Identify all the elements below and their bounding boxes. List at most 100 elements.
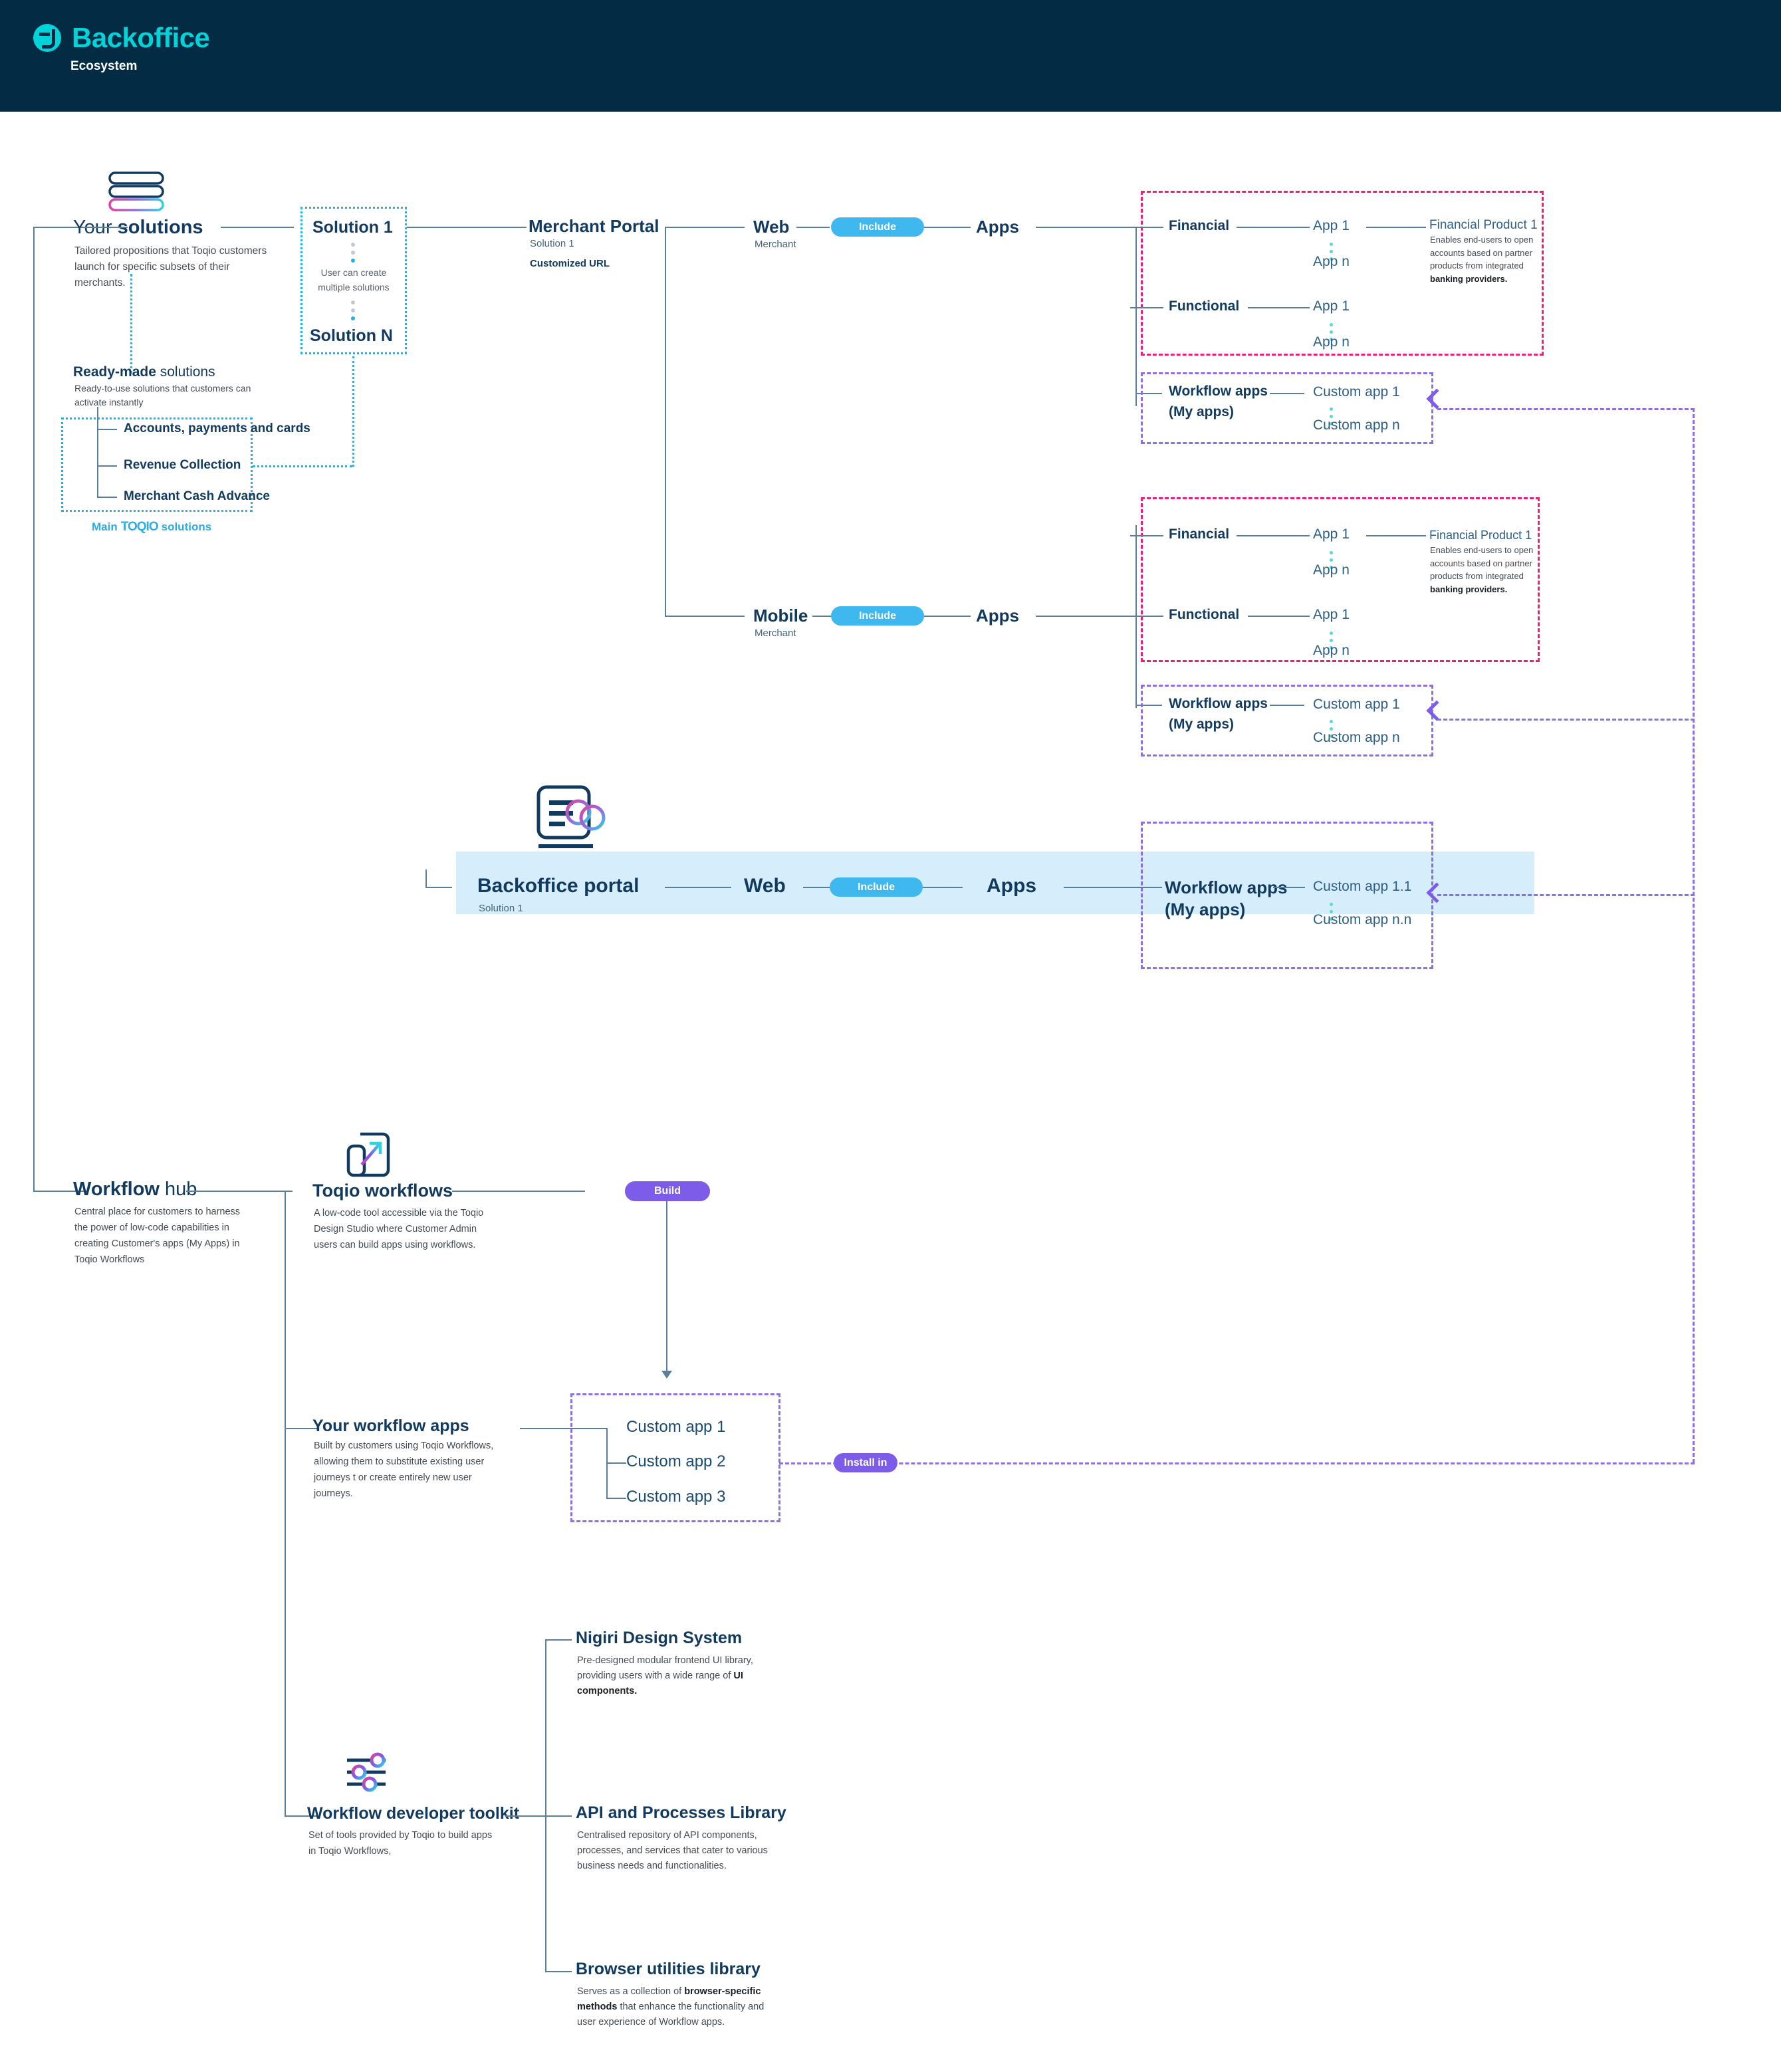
backoffice-custom-app-last: Custom app n.n — [1313, 912, 1412, 927]
dotted-route-to-solution-h — [253, 465, 352, 467]
workflow-hub-spine — [285, 1191, 286, 1815]
workflow-hub-branch-toolkit — [285, 1815, 318, 1817]
backoffice-rule-2 — [803, 887, 830, 888]
mobile-meta: Merchant — [755, 628, 796, 639]
merchant-portal-mobile-rule — [665, 616, 745, 617]
apps-title-mobile: Apps — [976, 606, 1019, 626]
mobile-functional-app-first: App 1 — [1313, 607, 1350, 622]
ready-made-solutions-box — [61, 417, 253, 512]
page-subtitle: Ecosystem — [70, 59, 138, 73]
toqio-workflows-rule — [452, 1191, 585, 1192]
backoffice-workflow-rule-2 — [1273, 887, 1305, 888]
build-badge[interactable]: Build — [625, 1181, 710, 1201]
web-rule-3 — [1036, 227, 1135, 228]
mobile-product-rule — [1366, 535, 1426, 536]
include-badge-web[interactable]: Include — [831, 217, 924, 237]
library-tree-spine — [545, 1639, 546, 1972]
library-title-1: API and Processes Library — [576, 1803, 786, 1822]
web-functional-app-first: App 1 — [1313, 298, 1350, 314]
library-branch-0 — [545, 1639, 572, 1641]
toqio-workflows-description: A low-code tool accessible via the Toqio… — [314, 1208, 484, 1250]
backoffice-workflow-title-2: (My apps) — [1165, 899, 1246, 919]
sliders-icon — [344, 1748, 392, 1799]
mobile-financial-app-rule — [1237, 535, 1310, 536]
include-badge-mobile[interactable]: Include — [831, 606, 924, 626]
mobile-rule-1 — [812, 616, 839, 617]
install-route-backoffice-branch — [1437, 894, 1695, 896]
web-financial-label: Financial — [1169, 218, 1230, 233]
web-product-title: Financial Product 1 — [1429, 218, 1538, 232]
include-badge-backoffice[interactable]: Include — [830, 877, 923, 897]
mobile-workflow-apps-box — [1141, 685, 1433, 756]
backoffice-rule-3 — [923, 887, 963, 888]
developer-toolkit-rule — [505, 1815, 572, 1817]
mobile-financial-label: Financial — [1169, 526, 1230, 542]
dotted-route-to-solution-v — [352, 356, 354, 467]
install-in-badge[interactable]: Install in — [834, 1453, 897, 1472]
tree-branch-3 — [97, 497, 117, 498]
web-product-rule — [1366, 227, 1426, 228]
mobile-functional-app-rule — [1248, 616, 1310, 617]
backoffice-custom-ellipsis — [1330, 903, 1333, 921]
solution-first-label: Solution 1 — [312, 218, 393, 237]
web-financial-app-rule — [1237, 227, 1310, 228]
your-workflow-apps-rule — [520, 1428, 606, 1429]
connector-your-solutions — [33, 227, 86, 228]
web-functional-app-last: App n — [1313, 334, 1350, 350]
developer-toolkit-title: Workflow developer toolkit — [307, 1804, 520, 1823]
library-title-0: Nigiri Design System — [576, 1629, 743, 1647]
solution-last-label: Solution N — [310, 326, 393, 345]
web-workflow-rule-2 — [1270, 393, 1304, 394]
your-workflow-apps-title: Your workflow apps — [312, 1417, 469, 1435]
web-workflow-apps-title-1: Workflow apps — [1169, 384, 1268, 399]
merchant-portal-url: Customized URL — [530, 258, 610, 269]
your-workflow-apps-description: Built by customers using Toqio Workflows… — [314, 1440, 494, 1499]
ready-made-item-0[interactable]: Accounts, payments and cards — [124, 421, 310, 435]
library-branch-1 — [545, 1815, 572, 1817]
mobile-functional-rule-in — [1130, 616, 1163, 617]
backoffice-rule-in — [425, 887, 452, 888]
ready-made-title: Ready-made solutions — [73, 364, 215, 380]
page-header: Backoffice Ecosystem — [0, 0, 1781, 112]
library-description-1: Centralised repository of API components… — [577, 1830, 768, 1872]
custom-app-item-0[interactable]: Custom app 1 — [626, 1418, 726, 1436]
solution-ellipsis-bottom — [351, 300, 355, 320]
build-route-vertical — [666, 1201, 667, 1375]
mobile-product-title: Financial Product 1 — [1429, 528, 1532, 542]
workflow-hub-title: Workflow hub — [73, 1179, 197, 1200]
web-title: Web — [753, 217, 790, 237]
left-spine — [33, 227, 35, 1191]
solution-ellipsis-top — [351, 243, 355, 263]
mobile-financial-rule-in — [1130, 535, 1163, 536]
mobile-financial-app-first: App 1 — [1313, 526, 1350, 542]
install-route-bottom — [779, 1462, 1695, 1464]
tree-branch-1 — [97, 429, 117, 430]
ready-made-item-2[interactable]: Merchant Cash Advance — [124, 489, 270, 503]
web-workflow-apps-title-2: (My apps) — [1169, 404, 1235, 419]
web-custom-ellipsis — [1330, 407, 1333, 425]
mobile-functional-label: Functional — [1169, 607, 1240, 622]
web-financial-ellipsis — [1330, 243, 1333, 261]
dotted-connector-ready-made — [130, 274, 132, 374]
toqio-wordmark: TOQIO — [120, 520, 159, 534]
custom-apps-branch-2 — [606, 1462, 626, 1464]
workflow-hub-branch-apps — [285, 1428, 318, 1429]
web-financial-app-first: App 1 — [1313, 218, 1350, 233]
ready-made-item-1[interactable]: Revenue Collection — [124, 458, 241, 472]
stacked-layers-icon — [108, 172, 164, 216]
mobile-rule-3 — [1036, 616, 1135, 617]
title-rule-left — [81, 227, 128, 228]
web-apps-spine — [1135, 227, 1137, 406]
devices-arrow-icon — [344, 1130, 391, 1183]
ready-made-description: Ready-to-use solutions that customers ca… — [74, 383, 251, 407]
tree-branch-2 — [97, 465, 117, 467]
title-rule-right — [221, 227, 294, 228]
merchant-portal-spine — [665, 227, 666, 616]
custom-app-item-2[interactable]: Custom app 3 — [626, 1488, 726, 1506]
solution-stack-box — [300, 207, 407, 354]
custom-app-item-1[interactable]: Custom app 2 — [626, 1452, 726, 1470]
backoffice-rule-1 — [665, 887, 731, 888]
install-route-main-vertical — [1693, 408, 1695, 1463]
mobile-functional-ellipsis — [1330, 632, 1333, 649]
backoffice-spine — [425, 869, 427, 888]
